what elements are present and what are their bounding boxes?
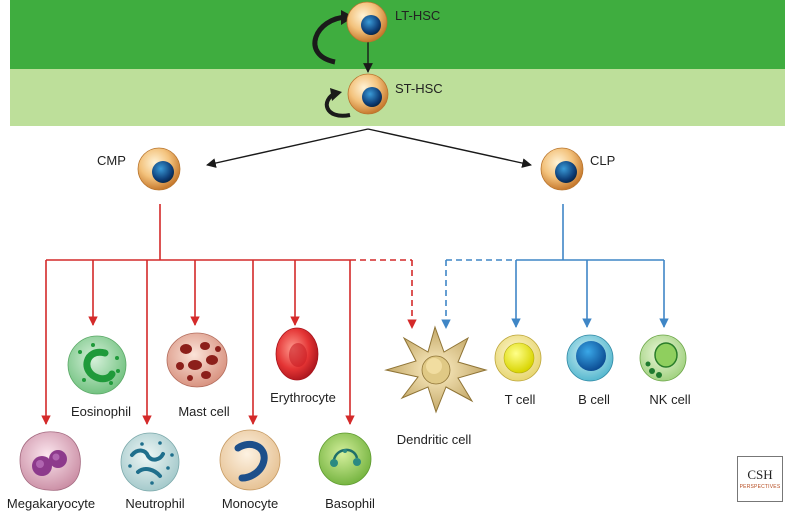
t-cell-label: T cell xyxy=(504,392,536,407)
monocyte-cell-icon xyxy=(219,429,281,491)
short-term-stem-cell-band xyxy=(10,69,785,126)
megakaryocyte-label: Megakaryocyte xyxy=(6,496,96,511)
megakaryocyte-cell-icon xyxy=(19,431,81,491)
eosinophil-label: Eosinophil xyxy=(71,404,131,419)
logo-subtext: PERSPECTIVES xyxy=(739,484,781,490)
lt-hsc-cell-icon xyxy=(346,1,388,43)
st-hsc-self-renewal-arrow-icon xyxy=(324,88,351,118)
cmp-cell-icon xyxy=(137,147,181,191)
b-cell-icon xyxy=(566,334,614,382)
dendritic-cell-icon xyxy=(384,325,488,414)
nk-cell-icon xyxy=(639,334,687,382)
erythrocyte-label: Erythrocyte xyxy=(270,390,336,405)
t-cell-icon xyxy=(494,334,542,382)
long-term-stem-cell-band xyxy=(10,0,785,69)
clp-label: CLP xyxy=(590,153,616,168)
myeloid-lineage-lines xyxy=(41,204,417,425)
lt-hsc-label: LT-HSC xyxy=(395,8,441,23)
neutrophil-label: Neutrophil xyxy=(125,496,185,511)
neutrophil-cell-icon xyxy=(120,432,180,492)
b-cell-label: B cell xyxy=(578,392,610,407)
logo-text: CSH xyxy=(747,467,773,482)
basophil-cell-icon xyxy=(318,432,372,486)
dendritic-cell-label: Dendritic cell xyxy=(396,432,472,447)
lymphoid-lineage-lines xyxy=(441,204,669,329)
eosinophil-cell-icon xyxy=(67,335,127,395)
st-to-clp-arrow xyxy=(367,128,532,168)
cmp-label: CMP xyxy=(97,153,126,168)
monocyte-label: Monocyte xyxy=(221,496,279,511)
st-hsc-cell-icon xyxy=(347,73,389,115)
csh-perspectives-logo: CSH PERSPECTIVES xyxy=(737,456,783,502)
clp-cell-icon xyxy=(540,147,584,191)
mast-cell-icon xyxy=(166,332,228,388)
nk-cell-label: NK cell xyxy=(649,392,691,407)
st-to-cmp-arrow xyxy=(206,128,369,168)
erythrocyte-cell-icon xyxy=(275,327,319,381)
basophil-label: Basophil xyxy=(325,496,375,511)
mast-cell-label: Mast cell xyxy=(178,404,230,419)
st-hsc-label: ST-HSC xyxy=(395,81,443,96)
